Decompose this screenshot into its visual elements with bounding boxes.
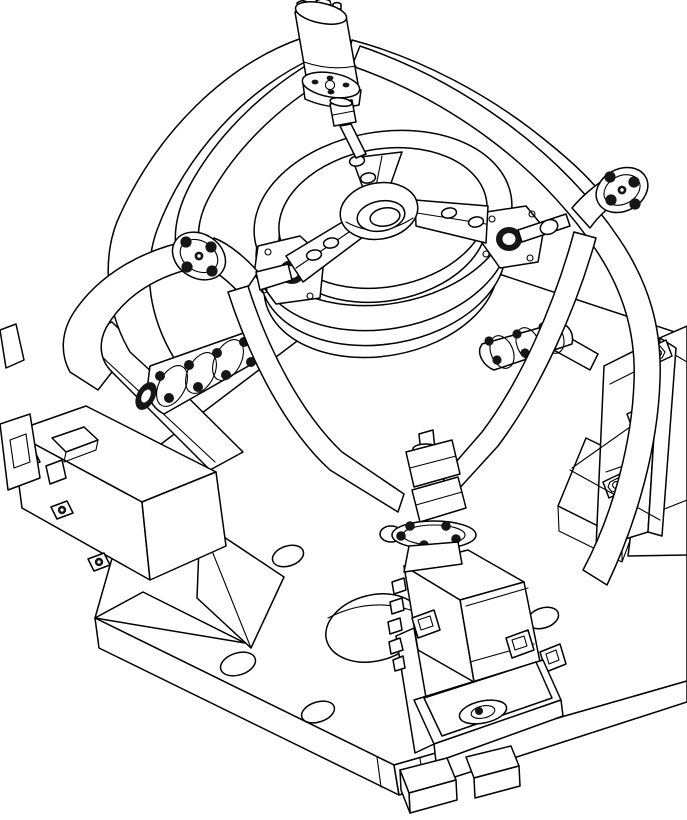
right-servo-side-face <box>648 338 676 536</box>
bottom-coupling-clamp1 <box>406 440 460 487</box>
bottom-bracket-boss <box>457 696 509 727</box>
left-edge-bracket <box>0 414 40 490</box>
arm-left-distal <box>63 240 204 390</box>
platform-wheel: Central three-spoke wheel platform <box>240 111 544 326</box>
top-cylinder-top <box>293 0 348 28</box>
base-hole <box>217 648 258 680</box>
elbow-left: Left elbow flange with four bolts <box>164 223 292 296</box>
servo-bottom: Front servo motor assembly with mounting… <box>388 550 566 813</box>
base-plate-front-right-face <box>394 681 687 795</box>
arm-v-left <box>228 286 404 512</box>
top-flange-bolts <box>311 75 350 95</box>
wheel-spoke-holes <box>306 155 485 261</box>
left-servo-front-face <box>142 472 226 580</box>
bottom-bracket-feet <box>400 746 520 813</box>
base-hole <box>270 542 307 571</box>
left-edge-tab <box>0 324 24 368</box>
elbow-right: Right elbow flange with four bolts <box>518 159 656 242</box>
bottom-bracket-lower <box>434 700 563 762</box>
bottom-coupling-neck <box>404 542 462 572</box>
elbow-left-shaft <box>256 264 292 290</box>
bottom-bracket-tabs <box>412 610 566 672</box>
coupling-left-disc: Left servo disc coupling <box>135 330 266 414</box>
elbow-left-bolts <box>180 236 218 277</box>
bottom-bracket-inner-plate <box>424 662 552 736</box>
top-flange-face <box>300 68 361 102</box>
left-coupling-bolts <box>155 337 256 403</box>
elbow-right-collar <box>538 217 560 237</box>
top-cylinder-seam <box>304 62 356 68</box>
left-servo-slot <box>46 460 66 484</box>
boss-right-holes <box>483 211 535 261</box>
coupling-bottom: Front axis coupling and bearing ring <box>380 430 476 572</box>
arm-left-outer <box>108 38 314 374</box>
top-cylinder: Top axis sensor cylinder <box>293 0 366 158</box>
elbow-right-bolts <box>604 171 641 210</box>
bottom-servo-fins <box>388 578 406 671</box>
wheel-hub-bore <box>369 206 402 229</box>
top-shaft <box>340 124 366 158</box>
base-plate-corner-chamfer <box>95 592 245 643</box>
base-hole <box>299 697 338 727</box>
bottom-bracket-boss-bolt <box>475 707 483 715</box>
bottom-coupling-clamp2 <box>412 477 466 522</box>
bottom-bearing-bolts <box>396 521 461 550</box>
